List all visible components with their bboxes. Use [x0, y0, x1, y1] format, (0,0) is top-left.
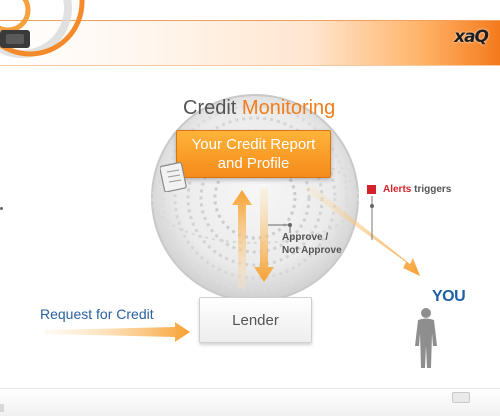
- diagram-title: Credit Monitoring: [183, 97, 335, 120]
- approve-line1: Approve /: [282, 232, 329, 243]
- alert-arrow: [305, 184, 420, 276]
- alerts-label: Alerts triggers: [383, 184, 451, 195]
- lender-box: Lender: [199, 297, 312, 343]
- footer-control-button[interactable]: [452, 392, 470, 403]
- approve-label: Approve / Not Approve: [282, 231, 342, 257]
- clipboard-icon: [160, 161, 187, 192]
- person-silhouette: [415, 308, 437, 368]
- footer-band: [0, 388, 500, 416]
- down-arrow: [254, 188, 274, 282]
- approve-line2: Not Approve: [282, 245, 342, 256]
- header-band: [0, 20, 500, 66]
- alerts-keyword: Alerts: [383, 184, 412, 195]
- footer-edge-chip: [0, 404, 4, 412]
- decorative-rings: [0, 0, 85, 58]
- title-accent: Monitoring: [241, 97, 336, 119]
- credit-report-box: Your Credit Report and Profile: [176, 130, 331, 178]
- you-label: YOU: [432, 288, 466, 305]
- alerts-rest: triggers: [411, 184, 452, 195]
- request-label: Request for Credit: [40, 306, 154, 322]
- up-arrow: [232, 190, 252, 288]
- title-prefix: Credit: [183, 97, 237, 119]
- request-arrow: [45, 322, 190, 342]
- alerts-pointer: [370, 196, 374, 240]
- left-edge-dot: [0, 207, 3, 210]
- approve-pointer: [268, 223, 292, 233]
- alert-marker-icon: [367, 185, 376, 194]
- brand-logo: xaQ: [454, 27, 489, 47]
